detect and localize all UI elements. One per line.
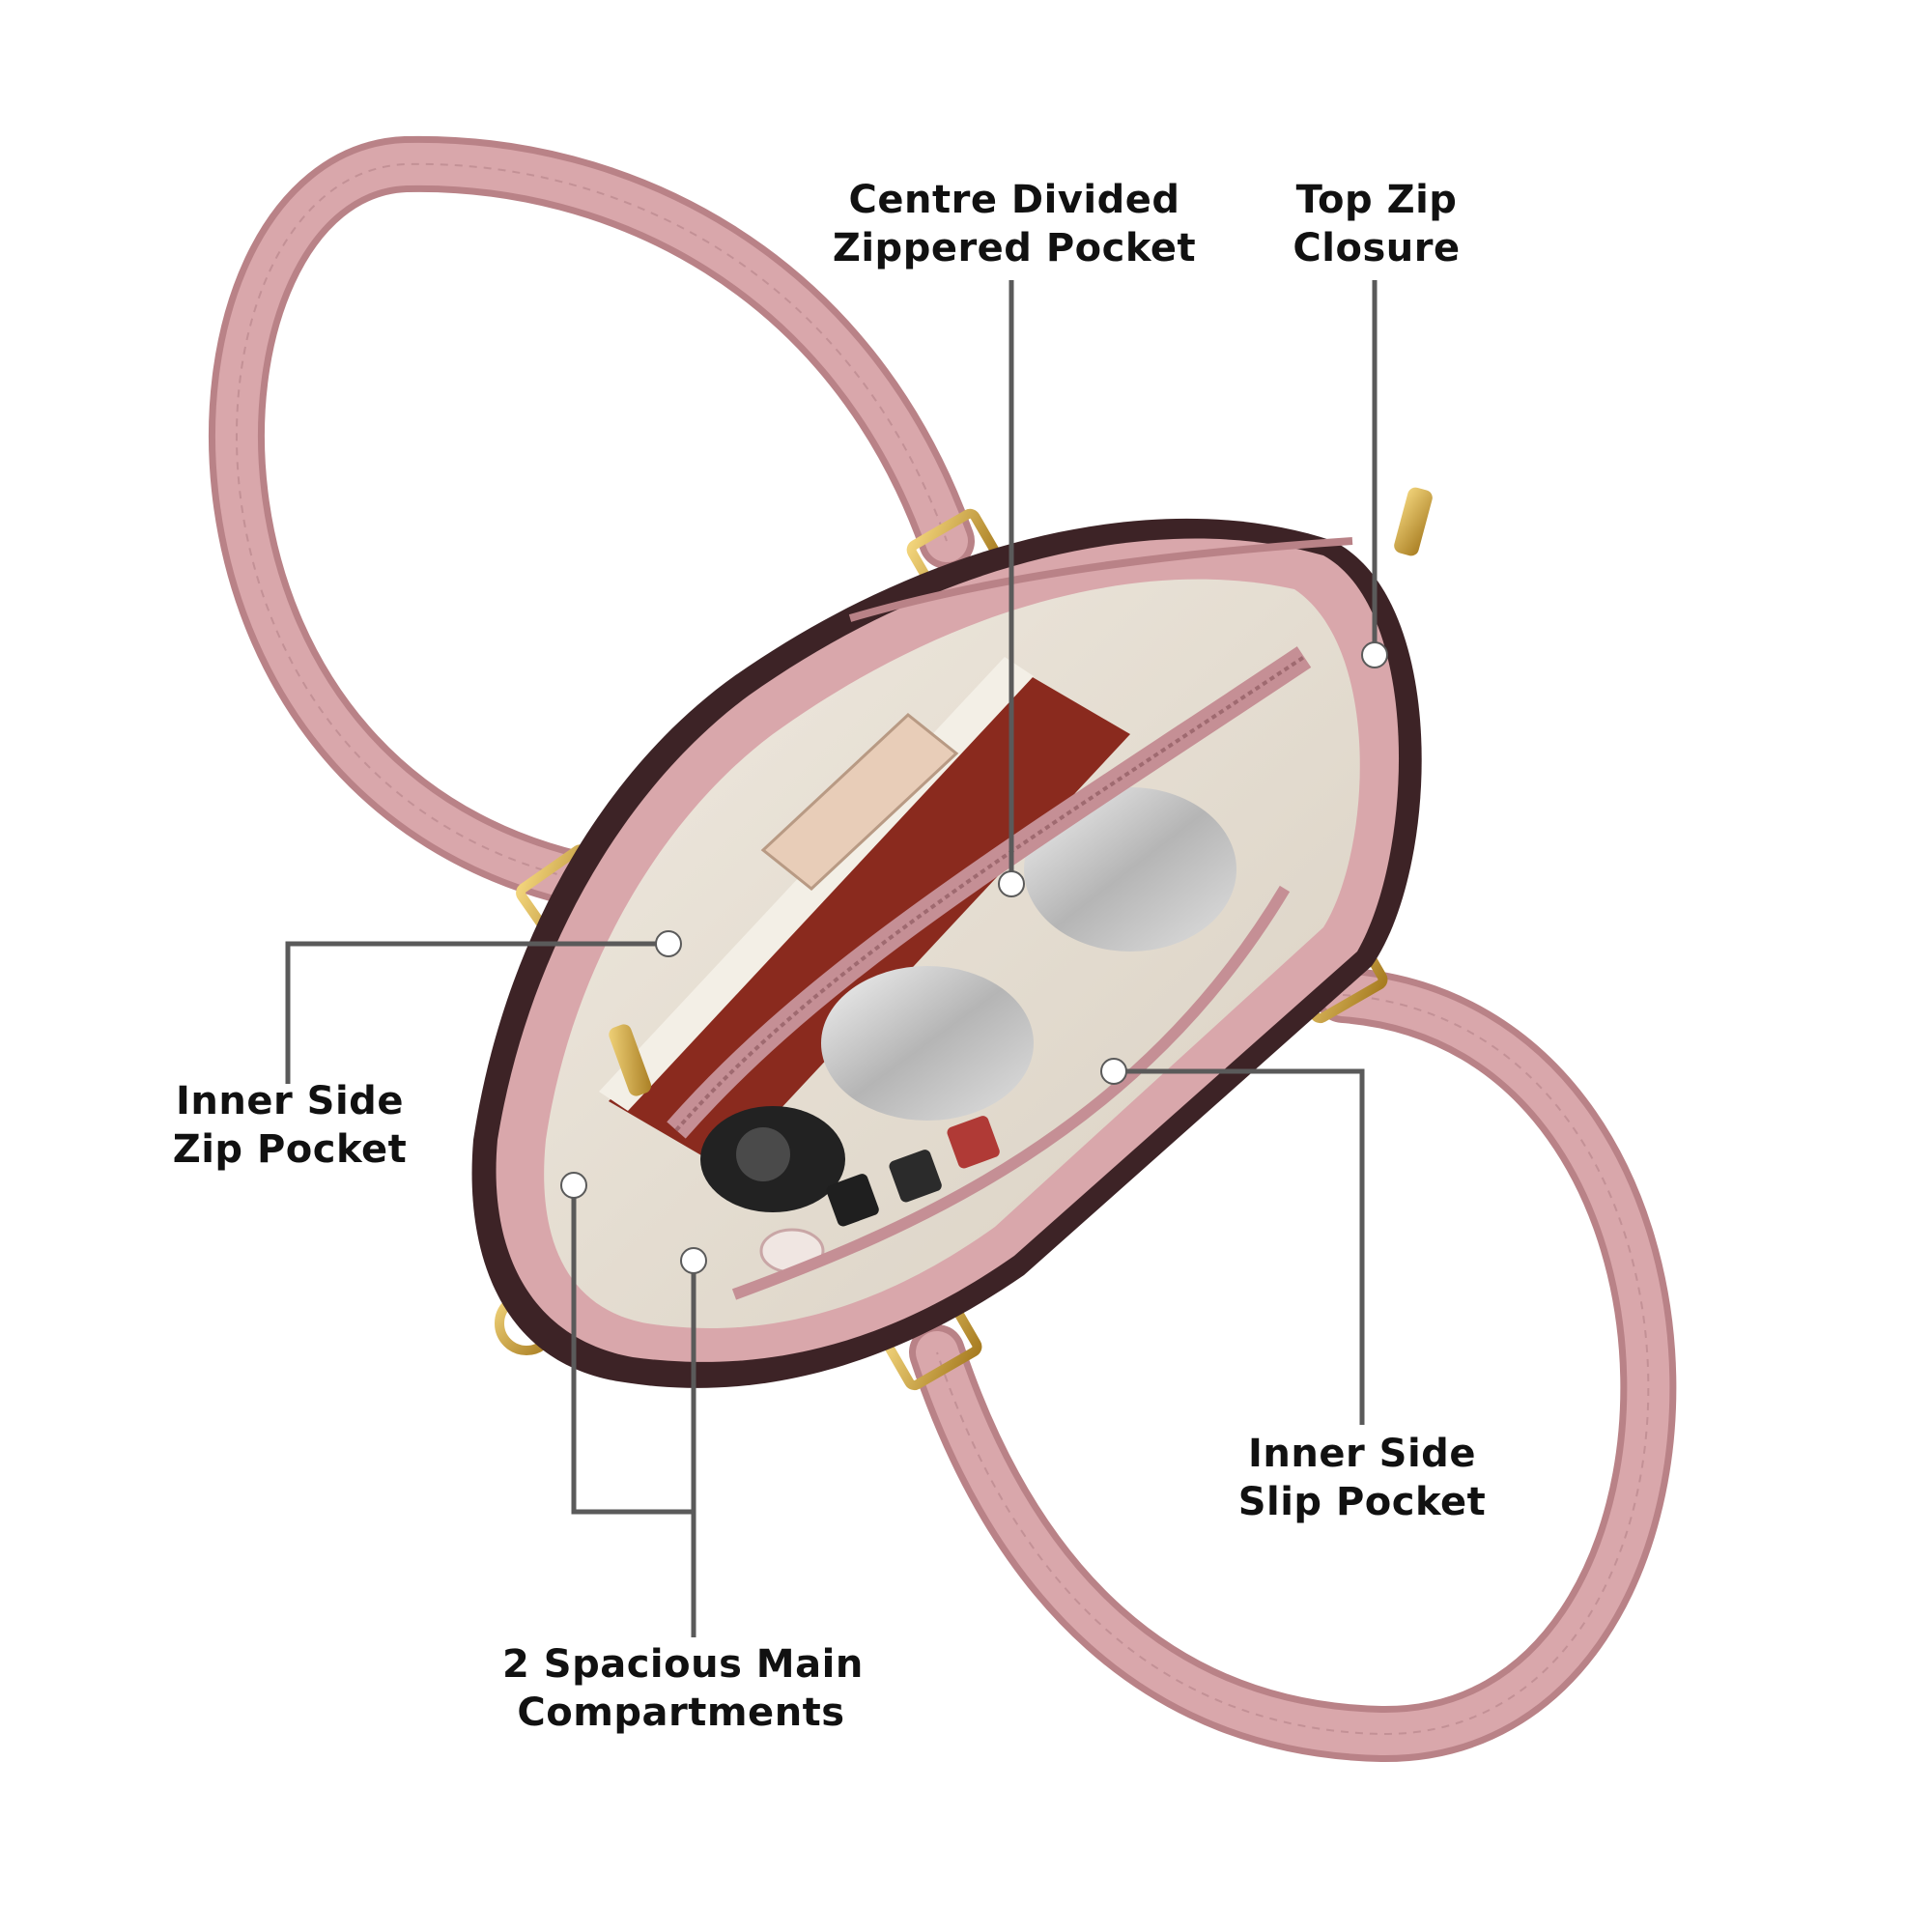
label-top-zip-line2: Closure: [1293, 226, 1461, 270]
label-centre-line1: Centre Divided: [848, 178, 1180, 222]
label-main-line2: Compartments: [517, 1690, 845, 1735]
dot-main-right: [680, 1247, 707, 1274]
leader-main-compartments: [571, 1185, 696, 1515]
label-centre-line2: Zippered Pocket: [832, 226, 1197, 270]
bottom-handle: [909, 967, 1677, 1763]
label-main-compartments: 2 Spacious Main Compartments: [502, 1640, 864, 1737]
bag-body: [471, 487, 1433, 1388]
callout-dots: [560, 641, 1388, 1274]
dot-centre-pocket: [998, 870, 1025, 897]
leader-inner-zip: [285, 941, 668, 1084]
label-centre-divided-pocket: Centre Divided Zippered Pocket: [831, 176, 1198, 272]
label-top-zip-line1: Top Zip: [1295, 178, 1458, 222]
label-inner-zip-line2: Zip Pocket: [172, 1127, 408, 1172]
label-main-line1: 2 Spacious Main: [502, 1642, 864, 1687]
label-inner-zip-line1: Inner Side: [176, 1079, 404, 1123]
dot-inner-zip: [655, 930, 682, 957]
leader-inner-slip: [1114, 1068, 1365, 1425]
label-inner-side-zip-pocket: Inner Side Zip Pocket: [155, 1077, 425, 1174]
label-inner-side-slip-pocket: Inner Side Slip Pocket: [1227, 1430, 1497, 1526]
top-handle: [209, 135, 975, 917]
dot-main-left: [560, 1172, 587, 1199]
label-top-zip-closure: Top Zip Closure: [1256, 176, 1497, 272]
dot-inner-slip: [1100, 1058, 1127, 1085]
label-inner-slip-line2: Slip Pocket: [1237, 1480, 1487, 1524]
dot-top-zip: [1361, 641, 1388, 668]
label-inner-slip-line1: Inner Side: [1248, 1432, 1476, 1476]
leader-lines: [285, 280, 1378, 1637]
